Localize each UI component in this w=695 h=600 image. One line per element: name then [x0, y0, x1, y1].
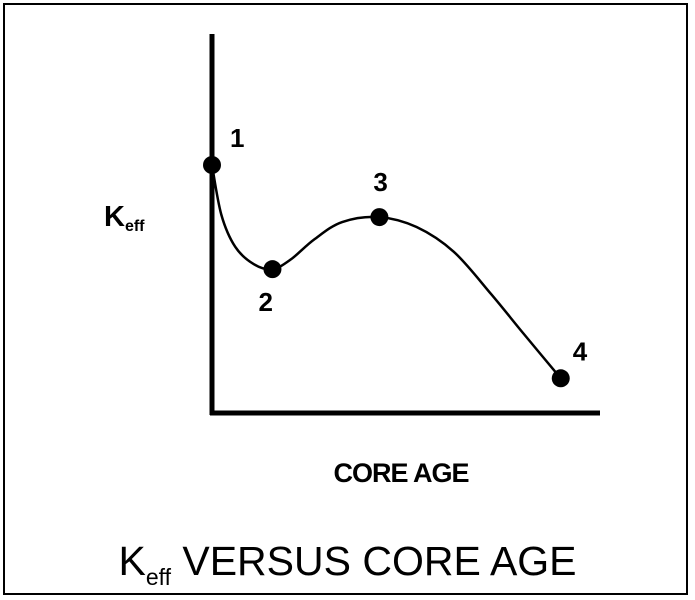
x-axis-label: CORE AGE: [333, 458, 468, 488]
chart-title-sub: eff: [145, 564, 171, 590]
data-point-1: [203, 156, 221, 174]
y-axis-label: Keff: [104, 201, 145, 235]
chart-title-main: K: [118, 538, 146, 584]
data-points: 1 2 3 4: [203, 123, 588, 388]
point-label-3: 3: [373, 167, 387, 197]
series-curve: [210, 164, 562, 380]
data-point-2: [263, 260, 282, 279]
y-axis-label-sub: eff: [125, 218, 145, 235]
data-point-3: [370, 208, 389, 227]
point-label-4: 4: [573, 336, 588, 366]
data-point-4: [551, 369, 570, 388]
chart-title: Keff VERSUS CORE AGE: [0, 538, 695, 600]
figure-frame: [3, 3, 688, 595]
point-label-1: 1: [230, 123, 244, 153]
point-label-2: 2: [258, 287, 272, 317]
chart-title-rest: VERSUS CORE AGE: [170, 538, 577, 584]
y-axis-label-main: K: [104, 201, 125, 233]
